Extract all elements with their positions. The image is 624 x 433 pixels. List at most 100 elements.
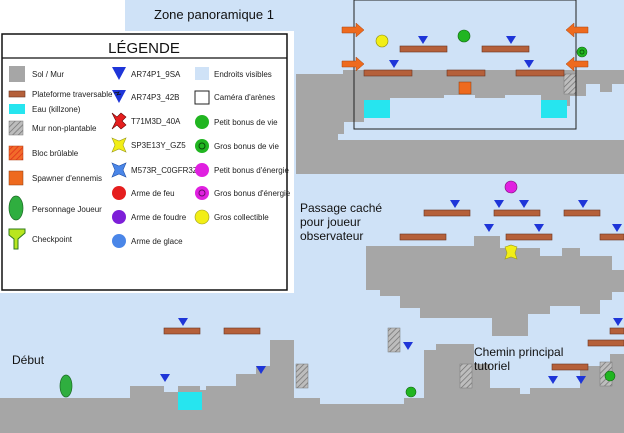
- legend-icon-burnable: [8, 145, 24, 161]
- legend-icon-arena-camera: [194, 90, 210, 105]
- legend-label: Sol / Mur: [32, 70, 64, 79]
- legend-icon-enemy-2: [112, 90, 126, 103]
- platform: [481, 45, 530, 53]
- small-life-bonus-icon: [604, 370, 616, 382]
- platform: [399, 45, 448, 53]
- legend-label: Petit bonus de vie: [214, 118, 278, 127]
- legend-icon-enemy-5: [111, 162, 127, 178]
- legend-icon-visible-area: [195, 67, 209, 80]
- legend-icon-enemy-4: [111, 137, 127, 153]
- small-life-bonus-icon: [457, 29, 471, 43]
- legend-label: Bloc brûlable: [32, 149, 79, 158]
- platforms: [163, 45, 624, 371]
- legend-label: Gros bonus de vie: [214, 142, 279, 151]
- legend-icon-checkpoint: [8, 228, 26, 250]
- legend-label: Gros collectible: [214, 213, 269, 222]
- enemy-triangle-icon: [389, 60, 399, 68]
- legend-label: Arme de glace: [131, 237, 183, 246]
- enemy-triangle-icon: [613, 318, 623, 326]
- legend-panel: LÉGENDE Sol / Mur Plateforme traversable…: [0, 31, 294, 293]
- platform: [599, 233, 624, 241]
- ground-bottom: [0, 340, 624, 433]
- enemy-triangle-icon: [612, 224, 622, 232]
- checkpoint-star-icon: [504, 244, 518, 260]
- start-label: Début: [12, 353, 45, 367]
- platform: [363, 69, 413, 77]
- enemy-triangle-icon: [484, 224, 494, 232]
- platform: [163, 327, 201, 335]
- non-plantable-wall: [387, 327, 401, 353]
- non-plantable-wall: [295, 363, 309, 389]
- legend-frame: [1, 33, 288, 291]
- legend-icon-big-energy: [195, 186, 209, 200]
- water-killzones: [178, 100, 567, 410]
- platform: [609, 327, 624, 335]
- platform: [446, 69, 486, 77]
- enemy-triangle-icon: [524, 60, 534, 68]
- legend-icon-spawner: [8, 170, 24, 186]
- legend-icon-lightning-weapon: [112, 210, 126, 224]
- enemy-spawner: [458, 81, 472, 95]
- ground-terrain: [0, 70, 624, 433]
- legend-icon-collectible: [194, 209, 210, 225]
- legend-label: AR74P3_42B: [131, 93, 179, 102]
- water-killzone: [178, 392, 202, 410]
- legend-label: Endroits visibles: [214, 70, 272, 79]
- non-plantable-wall: [563, 73, 577, 95]
- legend-title: LÉGENDE: [108, 40, 180, 57]
- platform: [223, 327, 261, 335]
- legend-icon-big-life: [195, 139, 209, 153]
- platform: [551, 363, 589, 371]
- water-killzone: [541, 100, 567, 118]
- arrow-right-icon: [341, 22, 365, 38]
- player-character-icon: [59, 374, 73, 398]
- legend-label: Mur non-plantable: [32, 124, 97, 133]
- small-energy-bonus-icon: [504, 180, 518, 194]
- enemy-triangle-icon: [256, 366, 266, 374]
- non-plantable-wall: [459, 363, 473, 389]
- ground-middle: [366, 236, 624, 336]
- legend-label: Personnage Joueur: [32, 205, 102, 214]
- legend-icon-platform: [8, 90, 26, 98]
- legend-label: Arme de foudre: [131, 213, 187, 222]
- arrow-left-icon: [565, 56, 589, 72]
- legend-label: SP3E13Y_GZ5: [131, 141, 186, 150]
- legend-label: Petit bonus d'énergie: [214, 166, 289, 175]
- big-collectible-icon: [375, 34, 389, 48]
- legend-icon-enemy-1: [112, 67, 126, 80]
- legend-label: T71M3D_40A: [131, 117, 181, 126]
- enemy-triangle-icon: [494, 200, 504, 208]
- enemy-triangle-icon: [548, 376, 558, 384]
- ground-top-corridor: [296, 70, 624, 174]
- platform: [587, 339, 624, 347]
- enemy-triangle-icon: [519, 200, 529, 208]
- legend-icon-enemy-3: [111, 112, 127, 130]
- legend-label: Checkpoint: [32, 235, 73, 244]
- enemy-triangle-icon: [506, 36, 516, 44]
- platform: [399, 233, 447, 241]
- legend-label: AR74P1_9SA: [131, 70, 181, 79]
- platform: [563, 209, 601, 217]
- small-life-bonus-icon: [405, 386, 417, 398]
- enemy-triangle-icon: [578, 200, 588, 208]
- enemy-triangle-icon: [534, 224, 544, 232]
- platform: [515, 69, 565, 77]
- platform: [423, 209, 471, 217]
- main-path-label: Chemin principal tutoriel: [474, 345, 567, 373]
- secret-passage-label: Passage caché pour joueur observateur: [300, 201, 385, 243]
- legend-icon-fire-weapon: [112, 186, 126, 200]
- legend-icon-non-plantable: [8, 120, 24, 136]
- enemy-triangle-icon: [160, 374, 170, 382]
- legend-label: Arme de feu: [131, 189, 175, 198]
- platform: [505, 233, 553, 241]
- legend-label: Spawner d'ennemis: [32, 174, 102, 183]
- legend-icon-player: [8, 195, 24, 221]
- legend-label: Caméra d'arènes: [214, 93, 275, 102]
- zone-title: Zone panoramique 1: [154, 7, 274, 22]
- legend-label: Gros bonus d'énergie: [214, 189, 291, 198]
- legend-icon-ice-weapon: [112, 234, 126, 248]
- legend-label: Plateforme traversable: [32, 90, 113, 99]
- platform: [493, 209, 541, 217]
- enemy-triangle-icon: [418, 36, 428, 44]
